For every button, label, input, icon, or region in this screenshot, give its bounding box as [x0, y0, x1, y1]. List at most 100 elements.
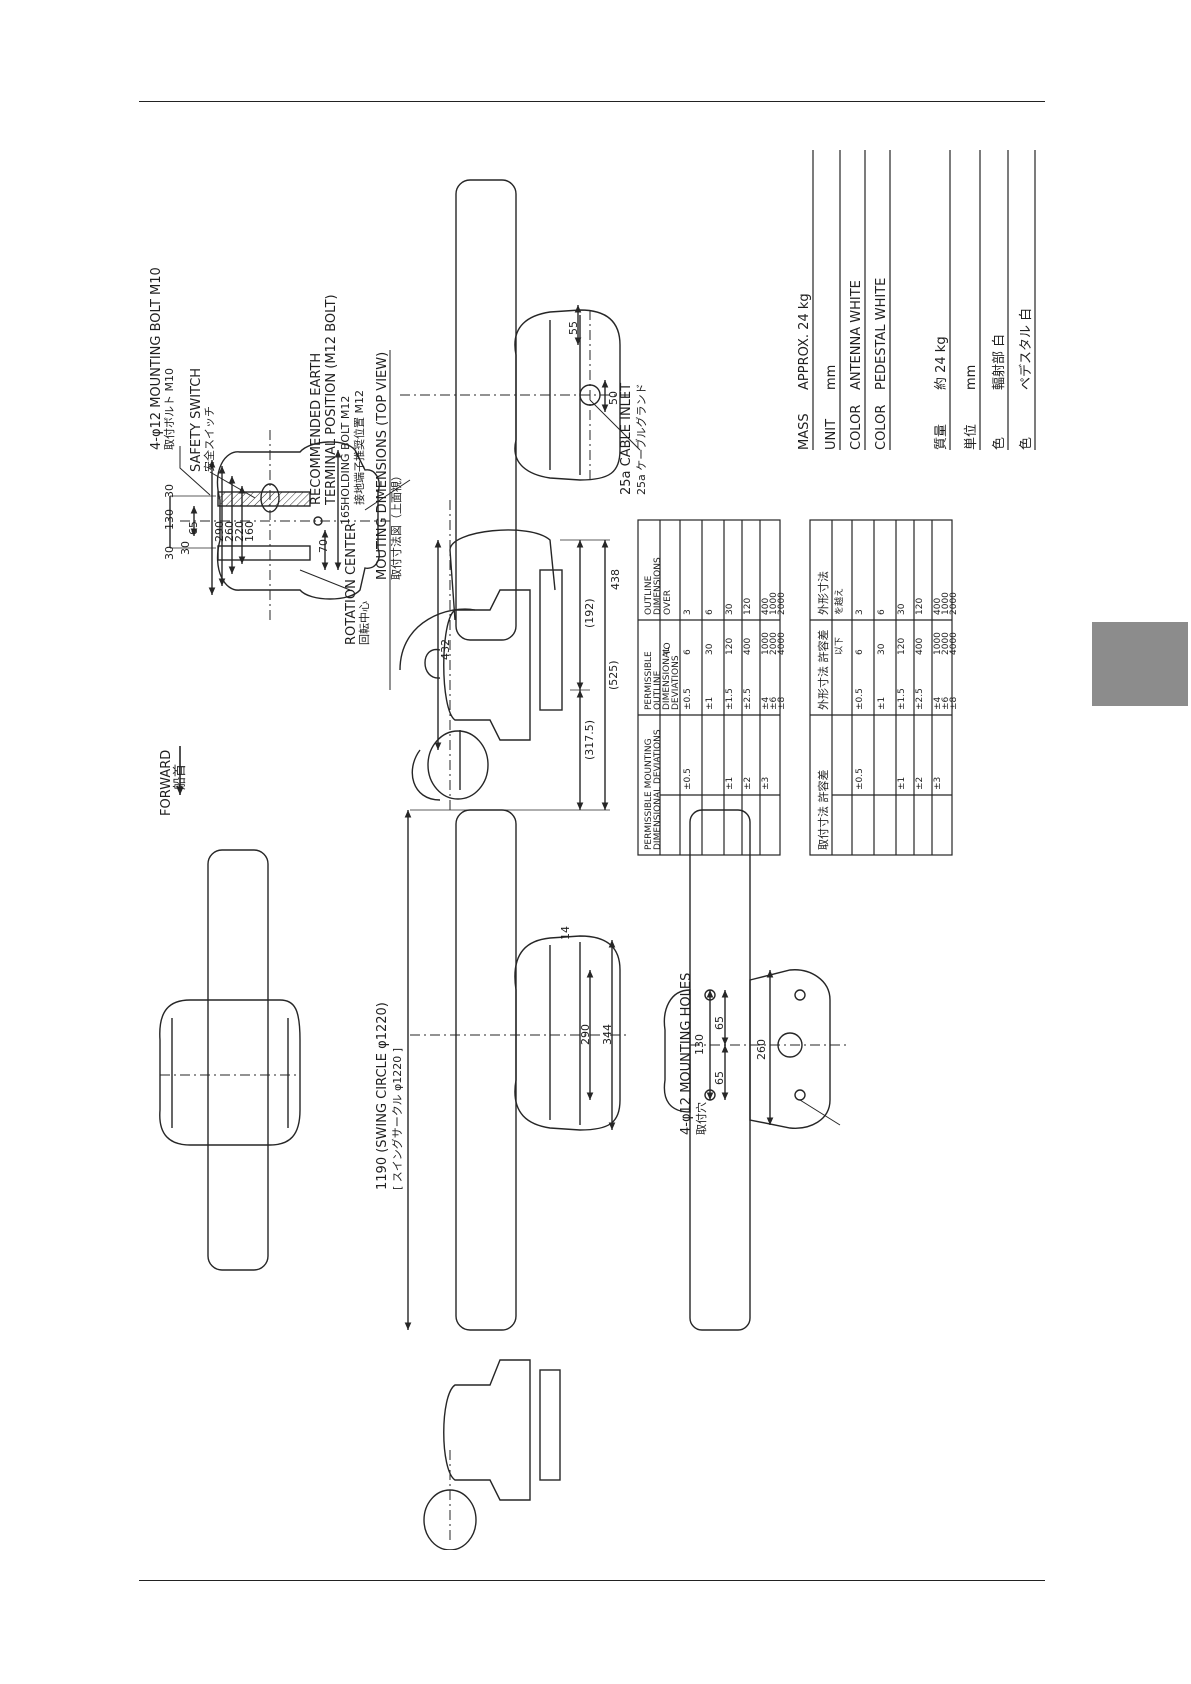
tol-en-sub-to: TO — [663, 642, 673, 655]
side-view-outline — [399, 500, 610, 811]
left-top-view-outline — [159, 849, 301, 1271]
dim-438: 438 — [609, 569, 622, 590]
tol-jp-r4-mount: ±3 — [933, 776, 943, 790]
rotation-center-label: ROTATION CENTER — [344, 522, 359, 645]
tol-en-r3-mount: ±2 — [743, 776, 753, 790]
tolerance-table-en-grid — [637, 519, 781, 856]
swing-circle-jp-label: [ スイングサークル φ1220 ] — [391, 1048, 404, 1190]
spec-mass-label-jp: 質量 — [934, 423, 949, 450]
tol-jp-r3-over: 120 — [915, 597, 925, 615]
tol-jp-r0-over: 3 — [855, 609, 865, 615]
dim-260-bottom: 260 — [755, 1039, 768, 1060]
dim-432: 432 — [439, 639, 452, 660]
tol-en-r4-mount: ±3 — [761, 776, 771, 790]
spec-unit-value: mm — [824, 364, 839, 390]
tol-jp-r2-mount: ±1 — [897, 776, 907, 790]
dim-70: 70 — [317, 539, 330, 553]
mounting-bolt-label: 4-φ12 MOUNTING BOLT M10 — [149, 267, 164, 450]
rotation-center-jp-label: 回転中心 — [358, 601, 371, 645]
spec-color-value-jp-2: ペデスタル 白 — [1019, 307, 1034, 390]
holding-bolt-label: HOLDING BOLT M12 — [339, 395, 352, 505]
dim-30c: 30 — [179, 541, 192, 555]
tol-en-r2-mount: ±1 — [725, 776, 735, 790]
tol-jp-r0-outline: ±0.5 — [855, 688, 865, 710]
spec-unit-value-jp: mm — [964, 364, 979, 390]
tol-jp-r3-to: 400 — [915, 637, 925, 655]
safety-switch-jp-label: 安全スイッチ — [203, 406, 216, 472]
cable-inlet-jp-label: 25a ケーブルグランド — [635, 383, 648, 495]
tol-en-sub-over: OVER — [663, 589, 673, 615]
tol-en-r0-to: 6 — [683, 649, 693, 655]
dim-30b: 30 — [163, 546, 176, 560]
tol-jp-r3-outline: ±2.5 — [915, 688, 925, 710]
forward-jp-label: 船首 — [173, 763, 188, 790]
spec-color-label-2: COLOR — [874, 404, 889, 450]
dim-30a: 30 — [163, 484, 176, 498]
spec-color-label-jp-2: 色 — [1019, 436, 1034, 450]
cable-inlet-label: 25a CABLE INLET — [619, 382, 634, 495]
dim-65: 65 — [187, 521, 200, 535]
top-view-outline — [169, 350, 411, 690]
dim-192: (192) — [583, 598, 596, 628]
dim-14: 14 — [559, 926, 572, 940]
spec-color-value-1: ANTENNA WHITE — [849, 280, 864, 390]
tol-en-r2-over: 30 — [725, 603, 735, 615]
tol-en-r6-to: 4000 — [777, 632, 787, 655]
tol-jp-sub-over: を越え — [835, 587, 845, 615]
tol-en-r2-to: 120 — [725, 637, 735, 655]
earth-terminal-jp-label: 接地端子推奨位置 M12 — [353, 390, 366, 505]
dim-344: 344 — [601, 1024, 614, 1045]
front-view-outline — [404, 809, 630, 1331]
top-view-title: MOUTING DIMENSIONS (TOP VIEW) — [375, 351, 390, 580]
tol-en-r1-over: 6 — [705, 609, 715, 615]
tol-jp-r3-mount: ±2 — [915, 776, 925, 790]
drawing-lines — [159, 150, 1036, 1551]
tol-en-r6-over: 2000 — [777, 592, 787, 615]
dim-55: 55 — [567, 321, 580, 335]
dim-65-bottom-a: 65 — [713, 1016, 726, 1030]
rear-view-outline — [400, 179, 641, 641]
mounting-holes-label: 4-φ12 MOUNTING HOLES — [679, 972, 694, 1135]
earth-terminal-label-1: RECOMMENDED EARTH — [309, 352, 324, 505]
tol-en-r3-outline: ±2.5 — [743, 688, 753, 710]
tol-en-r0-outline: ±0.5 — [683, 688, 693, 710]
tol-en-h-perm-mount: PERMISSIBLE MOUNTING DIMENSIONAL DEVIATI… — [644, 729, 663, 850]
dim-165: 165 — [339, 504, 352, 525]
dim-130: 130 — [163, 509, 176, 530]
dim-130-bottom: 130 — [693, 1034, 706, 1055]
tol-jp-r0-mount: ±0.5 — [855, 768, 865, 790]
spec-color-value-jp-1: 輻射部 白 — [992, 333, 1007, 390]
tol-en-r6-outline: ±8 — [777, 696, 787, 710]
dim-525: (525) — [607, 660, 620, 690]
footer-rule — [139, 1580, 1045, 1581]
spec-color-label-1: COLOR — [849, 404, 864, 450]
tol-jp-r1-outline: ±1 — [877, 696, 887, 710]
tol-jp-h-outline: 外形寸法 — [817, 571, 830, 615]
tol-jp-r1-over: 6 — [877, 609, 887, 615]
tol-en-r2-outline: ±1.5 — [725, 688, 735, 710]
bottom-view-outline — [663, 809, 850, 1331]
dim-317: (317.5) — [583, 719, 596, 760]
spec-mass-value-jp: 約 24 kg — [934, 336, 949, 390]
mounting-bolt-jp-label: 取付ボルト M10 — [163, 368, 176, 450]
dim-290-front: 290 — [579, 1024, 592, 1045]
tol-jp-r6-over: 2000 — [949, 592, 959, 615]
swing-circle-label: 1190 (SWING CIRCLE φ1220) — [375, 1002, 390, 1190]
left-side-view-outline — [423, 1359, 561, 1551]
spec-color-value-2: PEDESTAL WHITE — [874, 277, 889, 390]
forward-label: FORWARD — [159, 749, 174, 816]
mounting-holes-jp-label: 取付穴 — [695, 1102, 708, 1135]
tol-jp-h-perm-outline: 外形寸法 許容差 — [817, 629, 830, 711]
spec-underlines — [812, 150, 1036, 450]
tol-en-h-outline: OUTLINE DIMENSIONS — [644, 557, 663, 615]
tol-jp-r2-to: 120 — [897, 637, 907, 655]
tol-jp-h-perm-mount: 取付寸法 許容差 — [817, 769, 830, 851]
spec-unit-label: UNIT — [824, 418, 839, 450]
tol-en-r0-over: 3 — [683, 609, 693, 615]
tol-en-r3-to: 400 — [743, 637, 753, 655]
spec-mass-value: APPROX. 24 kg — [797, 293, 812, 390]
tol-en-r1-to: 30 — [705, 643, 715, 655]
tol-jp-r2-outline: ±1.5 — [897, 688, 907, 710]
tol-en-h-perm-outline: PERMISSIBLE OUTLINE DIMENSIONAL DEVIATIO… — [644, 646, 681, 710]
dim-290: 290 — [213, 521, 226, 542]
